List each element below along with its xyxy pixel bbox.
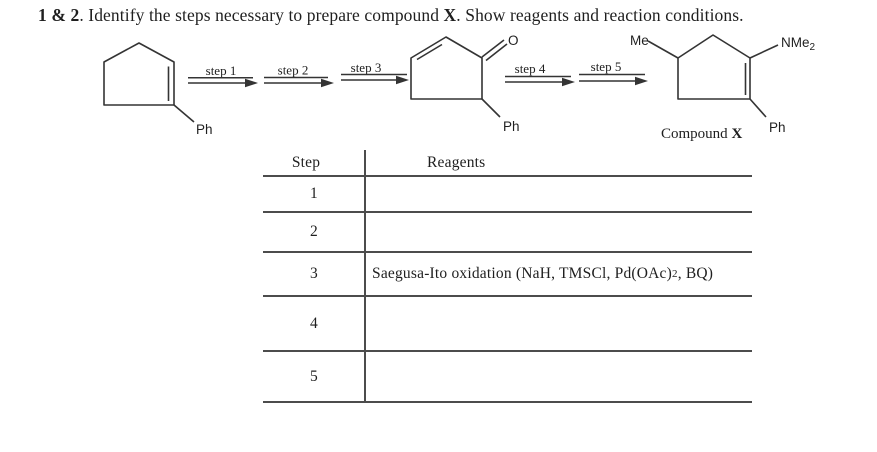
table-row-4: 4: [263, 297, 752, 352]
methyl-label: Me: [630, 33, 649, 48]
reagents-subscript: 2: [672, 268, 678, 280]
amine-base-text: NMe: [781, 35, 810, 50]
step-cell: 2: [310, 223, 318, 240]
problem-numbers: 1 & 2: [38, 5, 80, 25]
carbonyl-bond-2: [485, 43, 508, 62]
arrow-head: [245, 78, 258, 88]
intermediate-structure: O Ph: [410, 33, 520, 134]
reagents-cell: [365, 213, 752, 251]
double-bond-line: [416, 43, 443, 61]
cyclopentene-ring: [103, 42, 175, 106]
arrow-step-4: step 4: [505, 61, 575, 87]
step-cell: 4: [310, 314, 318, 332]
phenyl-label: Ph: [769, 120, 786, 135]
arrow-step-3: step 3: [341, 60, 409, 85]
table-header-row: Step Reagents: [263, 150, 752, 177]
reagents-cell: [365, 352, 752, 401]
arrow-label: step 4: [515, 61, 546, 76]
phenyl-label: Ph: [503, 119, 520, 134]
title-tail: . Show reagents and reaction conditions.: [456, 5, 744, 25]
reagents-text: Saegusa-Ito oxidation (NaH, TMSCl, Pd(OA…: [372, 265, 672, 282]
phenyl-bond: [173, 104, 195, 123]
arrow-head: [321, 78, 334, 88]
table-row-3: 3 Saegusa-Ito oxidation (NaH, TMSCl, Pd(…: [263, 253, 752, 297]
phenyl-bond: [749, 98, 767, 118]
caption-x: X: [731, 126, 742, 142]
reagents-cell: [365, 297, 752, 350]
table-row-1: 1: [263, 177, 752, 213]
amine-bond: [749, 44, 779, 59]
title-body: . Identify the steps necessary to prepar…: [79, 5, 444, 25]
problem-title: 1 & 2. Identify the steps necessary to p…: [38, 5, 744, 26]
table-row-2: 2: [263, 213, 752, 253]
reagents-table: Step Reagents 1 2 3 Saegusa-Ito oxidatio…: [263, 150, 752, 403]
reagents-cell: [365, 177, 752, 211]
arrow-step-5: step 5: [579, 59, 648, 86]
arrow-label: step 5: [591, 59, 622, 74]
arrow-label: step 1: [206, 63, 237, 78]
methyl-bond: [647, 40, 679, 59]
reactant-structure: Ph: [103, 42, 213, 137]
step-header: Step: [291, 153, 321, 171]
step-cell: 5: [310, 367, 318, 385]
carbonyl-bond-1: [481, 39, 505, 58]
arrow-head: [562, 77, 575, 87]
step-cell: 1: [310, 185, 318, 202]
title-compound-x: X: [443, 5, 457, 25]
step-cell: 3: [310, 265, 318, 282]
arrow-head: [396, 75, 409, 85]
amine-subscript: 2: [810, 42, 816, 53]
phenyl-bond: [481, 98, 501, 118]
arrow-step-1: step 1: [188, 63, 258, 88]
oxygen-label: O: [508, 33, 519, 48]
compound-x-caption: Compound X: [661, 126, 742, 142]
reagents-text-post: , BQ): [677, 265, 714, 282]
caption-prefix: Compound: [661, 126, 731, 142]
product-structure: Me NMe2 Ph Compound X: [630, 33, 816, 142]
arrow-label: step 2: [278, 63, 309, 78]
cyclopentene-ring: [677, 34, 751, 100]
arrow-head: [635, 76, 648, 86]
arrow-step-2: step 2: [264, 63, 334, 88]
phenyl-label: Ph: [196, 122, 213, 137]
dimethylamino-label: NMe2: [781, 35, 816, 53]
arrow-label: step 3: [351, 60, 382, 75]
reaction-scheme: Ph step 1 step 2 step 3: [103, 33, 816, 142]
reagents-header: Reagents: [427, 153, 486, 171]
reagents-cell: Saegusa-Ito oxidation (NaH, TMSCl, Pd(OA…: [365, 253, 752, 295]
table-column-divider: [364, 150, 366, 403]
table-row-5: 5: [263, 352, 752, 403]
cyclopentenone-ring: [410, 36, 483, 100]
